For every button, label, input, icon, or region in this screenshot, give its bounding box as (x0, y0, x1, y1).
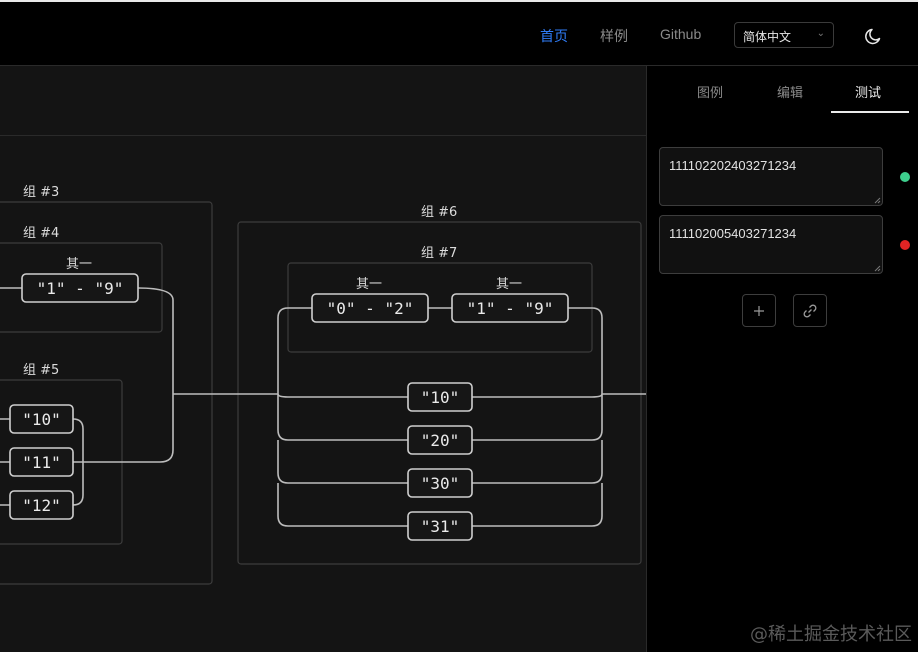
node-literal-text: "20" (421, 431, 460, 450)
node-literal-box[interactable] (9, 490, 74, 520)
node-literal-text: "10" (22, 410, 61, 429)
tab-test[interactable]: 测试 (855, 86, 882, 101)
status-pass-dot (900, 172, 910, 182)
any-of-label: 其一 (356, 277, 382, 292)
test-case-row: 111102202403271234 (647, 147, 918, 207)
status-fail-dot (900, 240, 910, 250)
moon-icon[interactable] (864, 26, 884, 46)
resize-grip-icon[interactable] (874, 197, 881, 204)
resize-grip-icon[interactable] (874, 265, 881, 272)
node-range-text: "1" - "9" (37, 279, 124, 298)
group-7-label: 组 #7 (421, 246, 457, 261)
node-range-box[interactable] (21, 273, 139, 303)
test-input[interactable]: 111102202403271234 (659, 147, 883, 206)
node-literal-text: "12" (22, 496, 61, 515)
tab-legend[interactable]: 图例 (697, 86, 724, 101)
group-4-box (0, 242, 163, 333)
add-test-button[interactable] (742, 294, 776, 327)
node-literal-text: "31" (421, 517, 460, 536)
side-panel: 图例 编辑 测试 111102202403271234 111102005403… (646, 66, 918, 652)
node-range-box[interactable] (311, 293, 429, 323)
group-5-label: 组 #5 (23, 363, 59, 378)
chevron-down-icon: ⌄ (816, 28, 825, 39)
any-of-label: 其一 (496, 277, 522, 292)
node-literal-box[interactable] (407, 511, 473, 541)
canvas-toolbar (0, 66, 646, 136)
top-navbar: 首页 样例 Github 简体中文 ⌄ (0, 0, 918, 66)
any-of-label: 其一 (66, 257, 92, 272)
active-tab-indicator (831, 111, 909, 113)
tab-edit[interactable]: 编辑 (777, 86, 804, 101)
language-select-value: 简体中文 (743, 30, 792, 44)
node-literal-box[interactable] (9, 447, 74, 477)
group-6-box (237, 221, 642, 565)
diagram-canvas[interactable]: 组 #3 组 #4 组 #5 组 #6 组 #7 其一 其一 其一 "1" - … (0, 66, 646, 652)
railroad-diagram: 组 #3 组 #4 组 #5 组 #6 组 #7 其一 其一 其一 "1" - … (0, 185, 646, 585)
link-icon (803, 304, 817, 317)
plus-icon (754, 305, 764, 316)
group-3-label: 组 #3 (23, 185, 59, 200)
group-3-box (0, 201, 213, 585)
node-literal-box[interactable] (9, 404, 74, 434)
nav-examples-link[interactable]: 样例 (600, 28, 628, 44)
watermark: @稀土掘金技术社区 (750, 624, 912, 645)
node-range-box[interactable] (451, 293, 569, 323)
share-link-button[interactable] (793, 294, 827, 327)
node-literal-text: "30" (421, 474, 460, 493)
language-select[interactable]: 简体中文 ⌄ (734, 22, 834, 48)
group-4-label: 组 #4 (23, 226, 59, 241)
group-6-label: 组 #6 (421, 205, 457, 220)
test-input[interactable]: 111102005403271234 (659, 215, 883, 274)
nav-github-link[interactable]: Github (660, 26, 702, 42)
node-literal-box[interactable] (407, 468, 473, 498)
node-literal-box[interactable] (407, 382, 473, 412)
node-range-text: "0" - "2" (327, 299, 414, 318)
connector-lines (0, 287, 646, 527)
node-range-text: "1" - "9" (467, 299, 554, 318)
node-literal-text: "10" (421, 388, 460, 407)
nav-home-link[interactable]: 首页 (540, 28, 568, 44)
test-case-row: 111102005403271234 (647, 215, 918, 275)
node-literal-text: "11" (22, 453, 61, 472)
node-literal-box[interactable] (407, 425, 473, 455)
